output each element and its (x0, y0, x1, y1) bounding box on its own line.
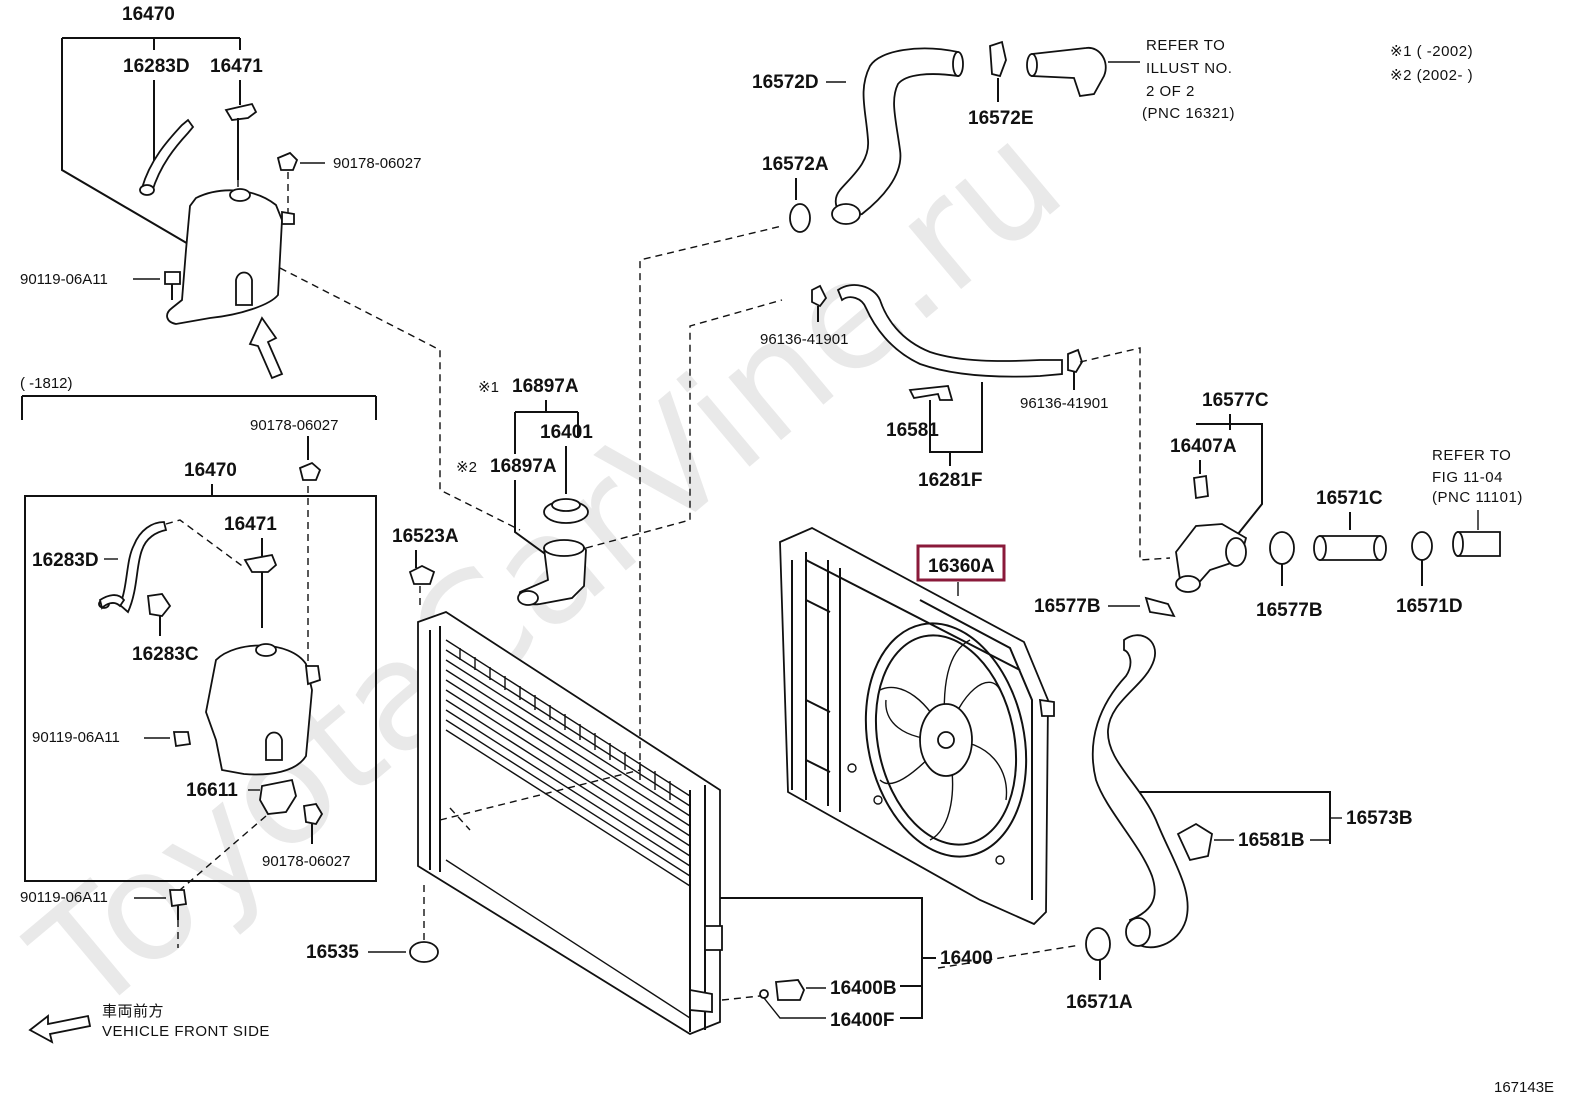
refer2-b: FIG 11-04 (1432, 469, 1503, 486)
box-range-label: ( -1812) (20, 375, 73, 392)
label-16400F[interactable]: 16400F (830, 1010, 894, 1031)
label-16897A-x1[interactable]: 16897A (512, 376, 579, 397)
label-16571A[interactable]: 16571A (1066, 992, 1133, 1013)
label-16897A-x2[interactable]: 16897A (490, 456, 557, 477)
label-90119-upper[interactable]: 90119-06A11 (20, 271, 108, 288)
clip-16581B (1176, 822, 1213, 862)
label-90178-upper[interactable]: 90178-06027 (333, 155, 421, 172)
refer1-d: (PNC 16321) (1142, 105, 1235, 122)
highlight-16360A (916, 544, 1006, 582)
refer1-c: 2 OF 2 (1146, 83, 1195, 100)
fan-shroud-16360A (779, 526, 1055, 926)
label-16571C[interactable]: 16571C (1316, 488, 1383, 509)
clamp-16571A (1085, 927, 1111, 961)
reservoir-box (24, 495, 377, 882)
hose-16281F (836, 284, 1063, 378)
label-90119-lower[interactable]: 90119-06A11 (20, 889, 108, 906)
label-16523A[interactable]: 16523A (392, 526, 459, 547)
label-16283C[interactable]: 16283C (132, 644, 199, 665)
diagram-id: 167143E (1494, 1079, 1554, 1096)
label-16571D[interactable]: 16571D (1396, 596, 1463, 617)
hose-16571C (1319, 535, 1381, 561)
label-16581[interactable]: 16581 (886, 420, 939, 441)
marker-x1: ※1 (478, 379, 499, 396)
label-16577B-right[interactable]: 16577B (1256, 600, 1323, 621)
hose-16572D (834, 47, 959, 219)
drain-cock (775, 979, 806, 1001)
label-16581B[interactable]: 16581B (1238, 830, 1305, 851)
label-16577B-left[interactable]: 16577B (1034, 596, 1101, 617)
label-16572A[interactable]: 16572A (762, 154, 829, 175)
water-outlet (1031, 47, 1107, 97)
label-16611[interactable]: 16611 (186, 780, 238, 801)
label-16471-upper[interactable]: 16471 (210, 56, 263, 77)
label-16407A[interactable]: 16407A (1170, 436, 1237, 457)
legend-1: ※1 ( -2002) (1390, 43, 1473, 60)
front-note-jp: 車両前方 (102, 1003, 164, 1020)
label-16470-box[interactable]: 16470 (184, 460, 237, 481)
refer2-c: (PNC 11101) (1432, 489, 1523, 506)
refer2-a: REFER TO (1432, 447, 1511, 464)
label-16572D[interactable]: 16572D (752, 72, 819, 93)
hose-16573B (1091, 634, 1189, 949)
label-16471-box[interactable]: 16471 (224, 514, 277, 535)
cushion-16535 (409, 941, 439, 963)
radiator-core (445, 639, 691, 1019)
refer1-b: ILLUST NO. (1146, 60, 1232, 77)
sensor-16407A (1193, 474, 1209, 500)
reservoir-assembly-boxed: ( -1812) 90178-06027 16470 16471 16283D … (20, 375, 377, 891)
radiator-16400 (417, 225, 783, 1036)
marker-x2: ※2 (456, 459, 477, 476)
label-16283D-upper[interactable]: 16283D (123, 56, 190, 77)
label-90178-box-bottom[interactable]: 90178-06027 (262, 853, 350, 870)
reservoir-assembly-upper: 16470 16283D 16471 90178-06027 90119-06A… (20, 4, 521, 531)
legend-2: ※2 (2002- ) (1390, 67, 1473, 84)
label-16535[interactable]: 16535 (306, 942, 359, 963)
label-90119-box[interactable]: 90119-06A11 (32, 729, 120, 746)
label-16400[interactable]: 16400 (940, 948, 993, 969)
label-16401[interactable]: 16401 (540, 422, 593, 443)
front-arrow-icon (28, 1014, 92, 1044)
label-16572E[interactable]: 16572E (968, 108, 1034, 129)
refer1-a: REFER TO (1146, 37, 1225, 54)
label-96136-left[interactable]: 96136-41901 (760, 331, 848, 348)
label-16360A[interactable]: 16360A (928, 556, 995, 577)
label-16577C[interactable]: 16577C (1202, 390, 1269, 411)
label-16400B[interactable]: 16400B (830, 978, 897, 999)
label-16573B[interactable]: 16573B (1346, 808, 1413, 829)
label-16281F[interactable]: 16281F (918, 470, 982, 491)
label-90178-box-top[interactable]: 90178-06027 (250, 417, 338, 434)
label-96136-right[interactable]: 96136-41901 (1020, 395, 1108, 412)
label-16470-upper[interactable]: 16470 (122, 4, 175, 25)
label-16283D-box[interactable]: 16283D (32, 550, 99, 571)
fan-ring (864, 622, 1028, 858)
front-note-en: VEHICLE FRONT SIDE (102, 1023, 270, 1040)
